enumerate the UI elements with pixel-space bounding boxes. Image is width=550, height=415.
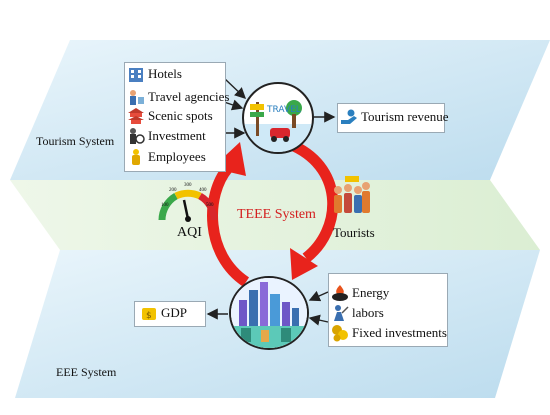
gauge-tick: 500 [206, 203, 214, 208]
gdp-label: GDP [161, 305, 188, 320]
gauge-tick: 100 [161, 203, 169, 208]
teee-system-label: TEEE System [237, 207, 316, 222]
input-hotels: Hotels [127, 65, 182, 83]
energy-label: Energy [352, 285, 390, 300]
input-investment: Investment [127, 127, 206, 145]
eee-system-label: EEE System [56, 365, 117, 379]
input-fixed-investments: Fixed investments [331, 324, 447, 342]
input-employees: Employees [127, 148, 206, 166]
coins-icon [331, 324, 349, 342]
revenue-hand-icon [340, 108, 358, 126]
gauge-tick: 200 [169, 188, 177, 193]
loop-arrow-down-head [290, 248, 318, 280]
svg-text:$: $ [146, 311, 152, 321]
fixed-investments-label: Fixed investments [352, 325, 447, 340]
middle-plane [10, 180, 540, 250]
svg-text:TRAVEL: TRAVEL [266, 105, 301, 115]
aqi-gauge-icon [158, 189, 218, 222]
city-skyline-icon [231, 278, 307, 348]
travel-agency-icon [127, 88, 145, 106]
money-bag-icon: $ [140, 304, 158, 322]
travel-agencies-label: Travel agencies [148, 89, 230, 104]
loop-arrow-down [291, 141, 339, 263]
tourism-system-label: Tourism System [36, 134, 115, 148]
input-labors: labors [331, 304, 384, 322]
gauge-tick: 400 [199, 188, 207, 193]
investment-icon [127, 127, 145, 145]
tourism-revenue-label: Tourism revenue [361, 109, 449, 124]
connector-hotels [223, 77, 247, 99]
input-scenic-spots: Scenic spots [127, 107, 213, 125]
investment-label: Investment [148, 128, 206, 143]
gauge-tick: 300 [184, 183, 192, 188]
tourism-revenue-box [337, 103, 445, 133]
aqi-label: AQI [177, 225, 202, 240]
employee-icon [127, 148, 145, 166]
loop-arrow-up [207, 164, 250, 287]
labors-label: labors [352, 305, 384, 320]
hotel-icon [127, 65, 145, 83]
eee-inputs-box [328, 273, 448, 347]
tourism-node: TRAVEL [242, 82, 314, 154]
connector-travel [223, 99, 244, 111]
output-gdp: $ GDP [140, 304, 187, 322]
energy-coal-icon [331, 284, 349, 302]
input-travel-agencies: Travel agencies [127, 88, 229, 106]
eee-node [229, 276, 309, 350]
travel-illustration-icon: TRAVEL [244, 100, 312, 152]
connector-energy [308, 290, 329, 302]
pagoda-icon [127, 107, 145, 125]
labor-worker-icon [331, 304, 349, 322]
hotels-label: Hotels [148, 66, 182, 81]
input-energy: Energy [331, 284, 389, 302]
tourists-label: Tourists [333, 225, 375, 240]
employees-label: Employees [148, 149, 206, 164]
scenic-spots-label: Scenic spots [148, 108, 213, 123]
output-tourism-revenue: Tourism revenue [340, 108, 449, 126]
tourists-icon [334, 176, 370, 213]
connector-fixed [308, 314, 329, 326]
